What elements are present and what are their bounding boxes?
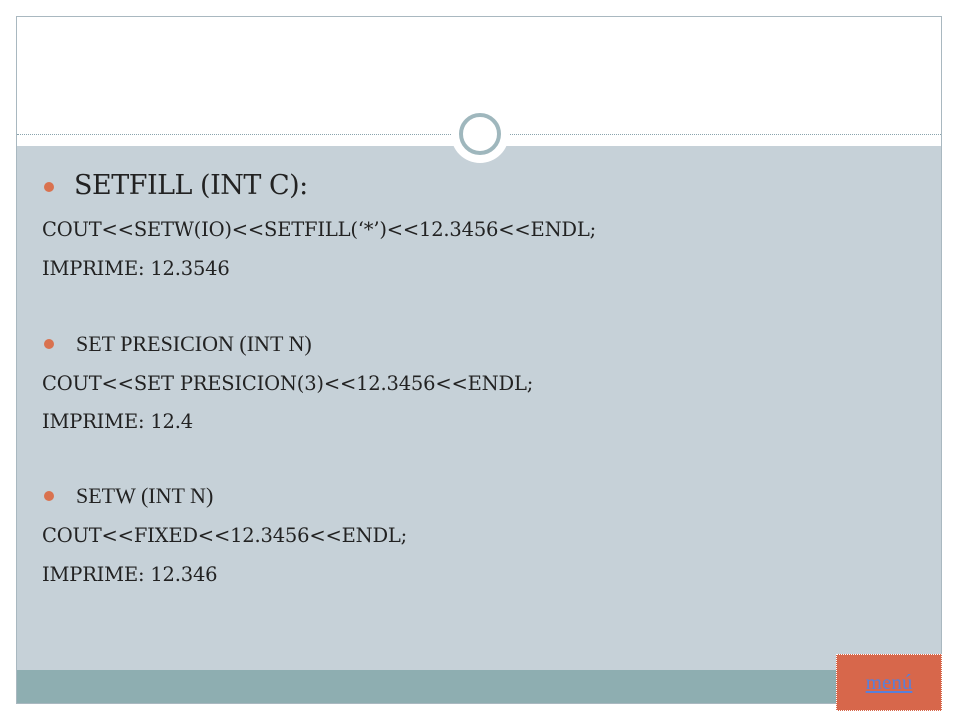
ornament: [451, 105, 509, 163]
content-area: [17, 146, 941, 670]
bullet-heading: SET PRESICION (INT N): [76, 331, 312, 356]
slide-frame: [16, 16, 942, 704]
code-line: COUT<<FIXED<<12.3456<<ENDL;: [42, 524, 408, 547]
circle-ring-icon: [459, 113, 501, 155]
bullet-dot-icon: [44, 182, 54, 192]
bullet-heading: SETW (INT N): [76, 483, 214, 508]
output-line: IMPRIME: 12.346: [42, 563, 218, 586]
footer-bar: [17, 670, 941, 703]
output-line: IMPRIME: 12.3546: [42, 257, 230, 280]
menu-button[interactable]: menú: [836, 654, 942, 711]
bullet-heading: SETFILL (INT C):: [74, 170, 308, 201]
code-line: COUT<<SET PRESICION(3)<<12.3456<<ENDL;: [42, 372, 534, 395]
output-line: IMPRIME: 12.4: [42, 410, 193, 433]
bullet-dot-icon: [44, 491, 54, 501]
code-line: COUT<<SETW(IO)<<SETFILL(‘*’)<<12.3456<<E…: [42, 218, 596, 241]
bullet-dot-icon: [44, 339, 54, 349]
menu-link[interactable]: menú: [865, 670, 913, 694]
